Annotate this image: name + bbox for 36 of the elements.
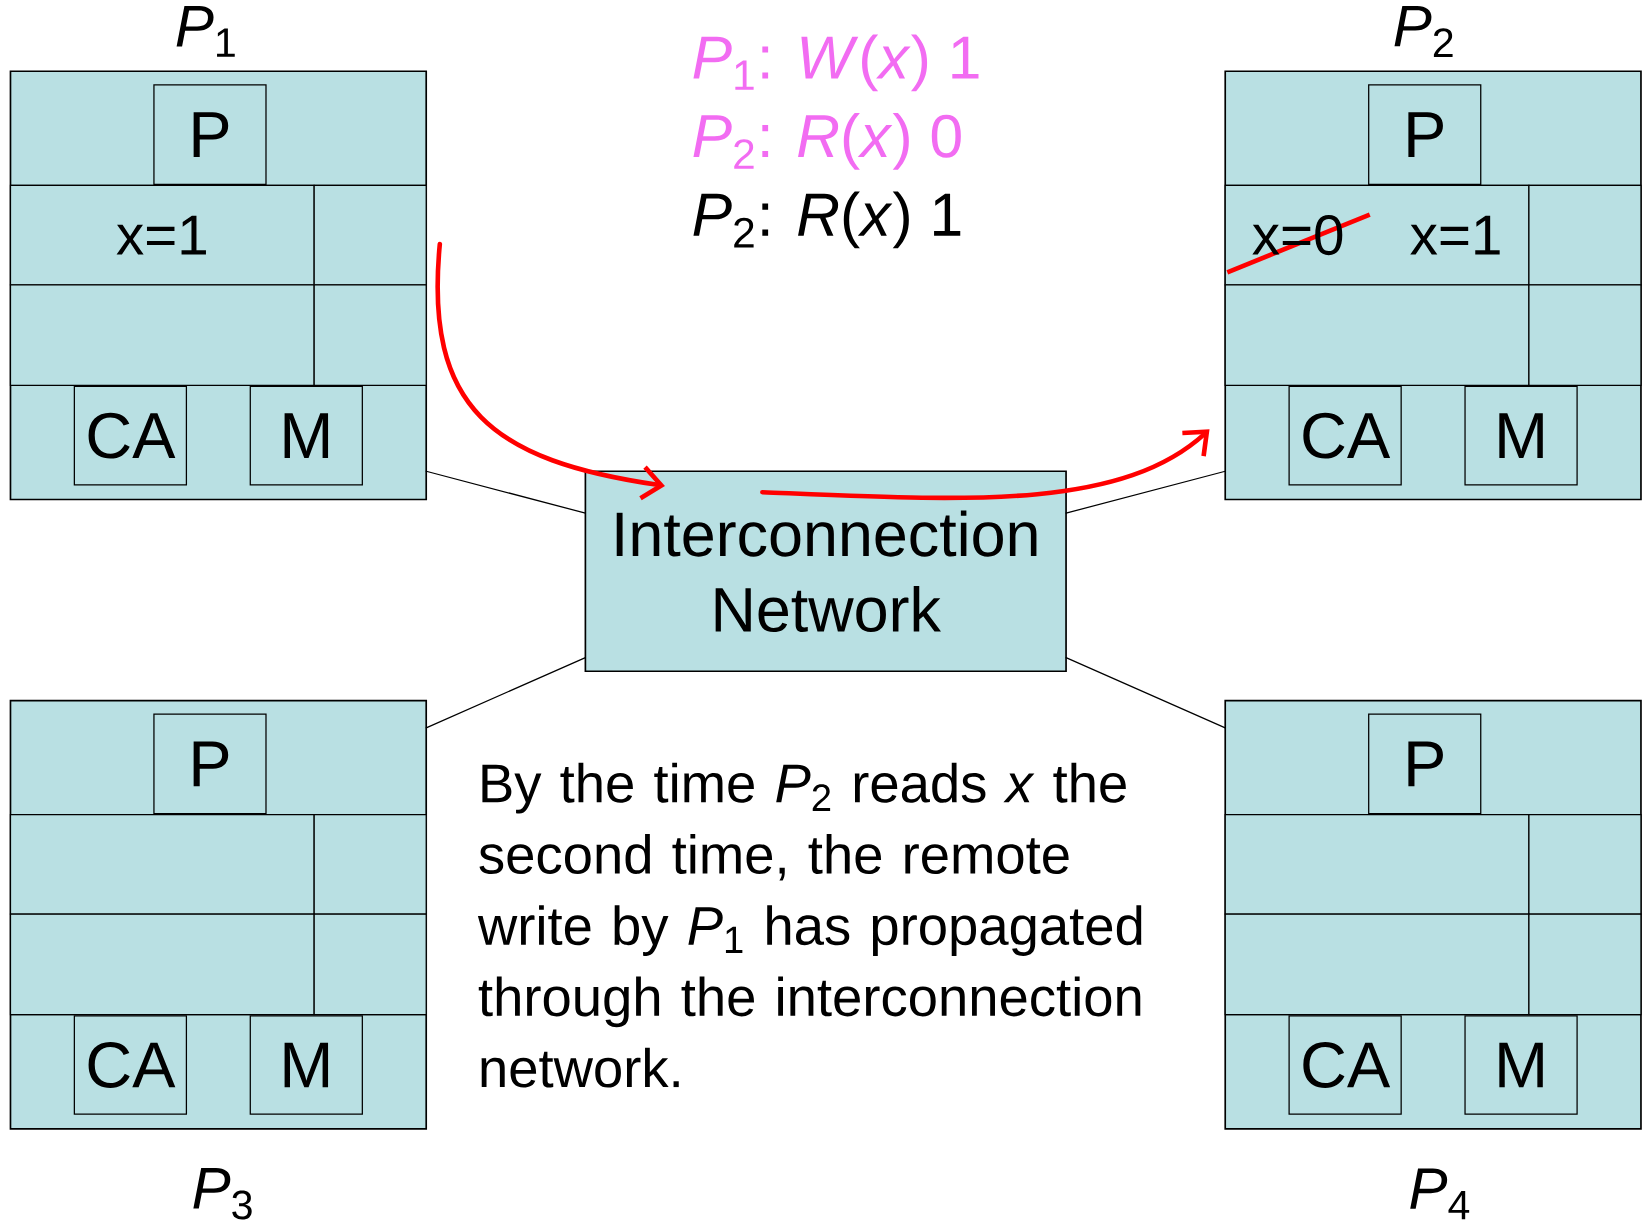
unit-box: CA xyxy=(1288,1014,1402,1115)
table-cell xyxy=(313,184,427,286)
table-cell xyxy=(1528,284,1642,386)
table-cell xyxy=(1528,813,1642,915)
unit-box: CA xyxy=(73,1014,188,1115)
unit-box: P xyxy=(153,713,267,815)
unit-box: M xyxy=(249,385,363,486)
unit-box: M xyxy=(249,1014,363,1115)
unit-box: P xyxy=(1368,84,1482,185)
table-cell xyxy=(313,284,427,386)
unit-box: M xyxy=(1464,385,1578,486)
note-text: By the time P$_{2}$ reads x the second time, the remote write by P$_{1}$ has propagated through the interconnection network. xyxy=(477,762,1142,1088)
table-cell xyxy=(313,813,427,915)
network-box: Interconnection Network xyxy=(584,470,1067,672)
node-label: P$_{1}$ xyxy=(176,5,235,57)
unit-box: M xyxy=(1464,1014,1578,1115)
connector-line xyxy=(1065,470,1226,514)
connector-line xyxy=(1065,656,1226,729)
unit-box: P xyxy=(153,84,267,185)
operation-label: P$_{2}$: R(x) 1 xyxy=(693,191,961,248)
table-cell xyxy=(1528,913,1642,1016)
arrow xyxy=(435,241,665,500)
connector-line xyxy=(425,656,586,729)
unit-box: CA xyxy=(1288,385,1402,486)
unit-box: P xyxy=(1368,713,1482,815)
connector-line xyxy=(425,470,586,514)
operation-label: P$_{1}$: W(x) 1 xyxy=(693,34,979,91)
unit-box: CA xyxy=(73,385,188,486)
table-cell xyxy=(313,913,427,1016)
arrow xyxy=(760,429,1210,501)
node-label: P$_{3}$ xyxy=(193,1167,252,1220)
table-cell xyxy=(1528,184,1642,286)
cell-text: x=1 xyxy=(1410,215,1500,255)
operation-label: P$_{2}$: R(x) 0 xyxy=(693,112,961,170)
node-label: P$_{4}$ xyxy=(1410,1168,1470,1219)
node-label: P$_{2}$ xyxy=(1394,5,1453,57)
